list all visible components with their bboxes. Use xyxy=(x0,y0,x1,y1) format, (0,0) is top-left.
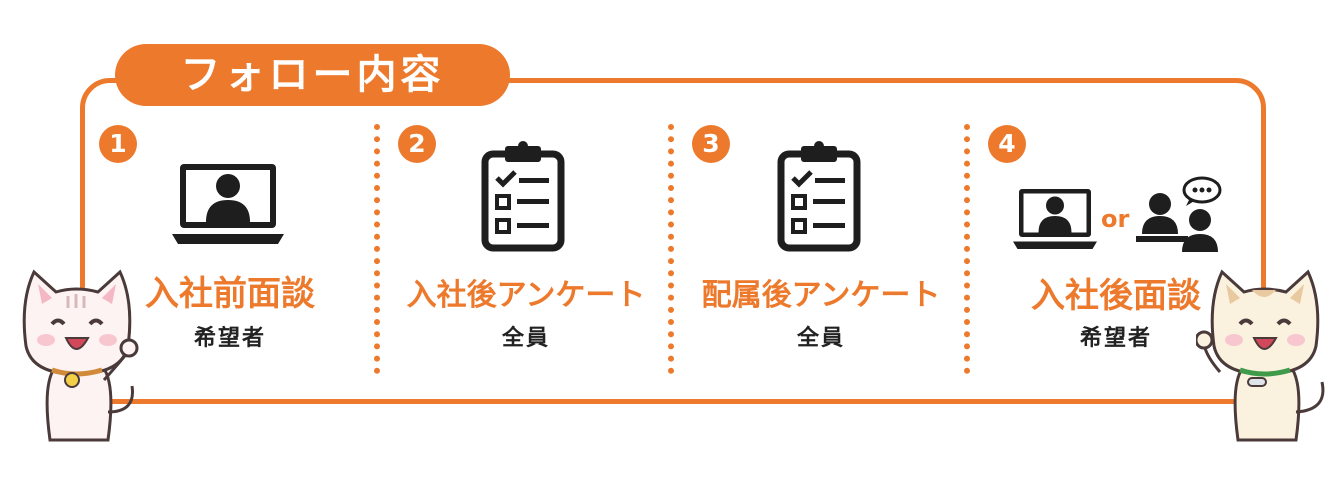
divider-1 xyxy=(374,124,380,374)
step-2-title: 入社後アンケート xyxy=(406,278,646,313)
step-4-title: 入社後面談 xyxy=(1031,276,1201,316)
step-1-badge: 1 xyxy=(99,125,137,163)
pink-cat-mascot-icon xyxy=(22,269,139,442)
step-4-badge: 4 xyxy=(988,125,1026,163)
step-3-title: 配属後アンケート xyxy=(701,278,941,313)
checklist-clipboard-icon xyxy=(481,141,565,252)
step-4-target: 希望者 xyxy=(1079,326,1152,351)
video-call-laptop-icon xyxy=(1013,189,1097,249)
divider-3 xyxy=(964,124,970,374)
step-3-target: 全員 xyxy=(796,326,845,351)
video-call-laptop-icon xyxy=(172,164,284,244)
or-label: or xyxy=(1101,205,1130,233)
step-3-badge: 3 xyxy=(692,125,730,163)
checklist-clipboard-icon xyxy=(777,141,861,252)
cream-cat-mascot-icon xyxy=(1196,269,1325,442)
step-2-badge: 2 xyxy=(398,125,436,163)
divider-2 xyxy=(668,124,674,374)
step-1-target: 希望者 xyxy=(193,326,266,351)
step-2-target: 全員 xyxy=(501,326,550,351)
face-to-face-meeting-icon xyxy=(1136,176,1222,252)
section-title: フォロー内容 xyxy=(115,44,510,106)
content-frame xyxy=(80,78,1266,404)
step-1-title: 入社前面談 xyxy=(145,274,315,314)
